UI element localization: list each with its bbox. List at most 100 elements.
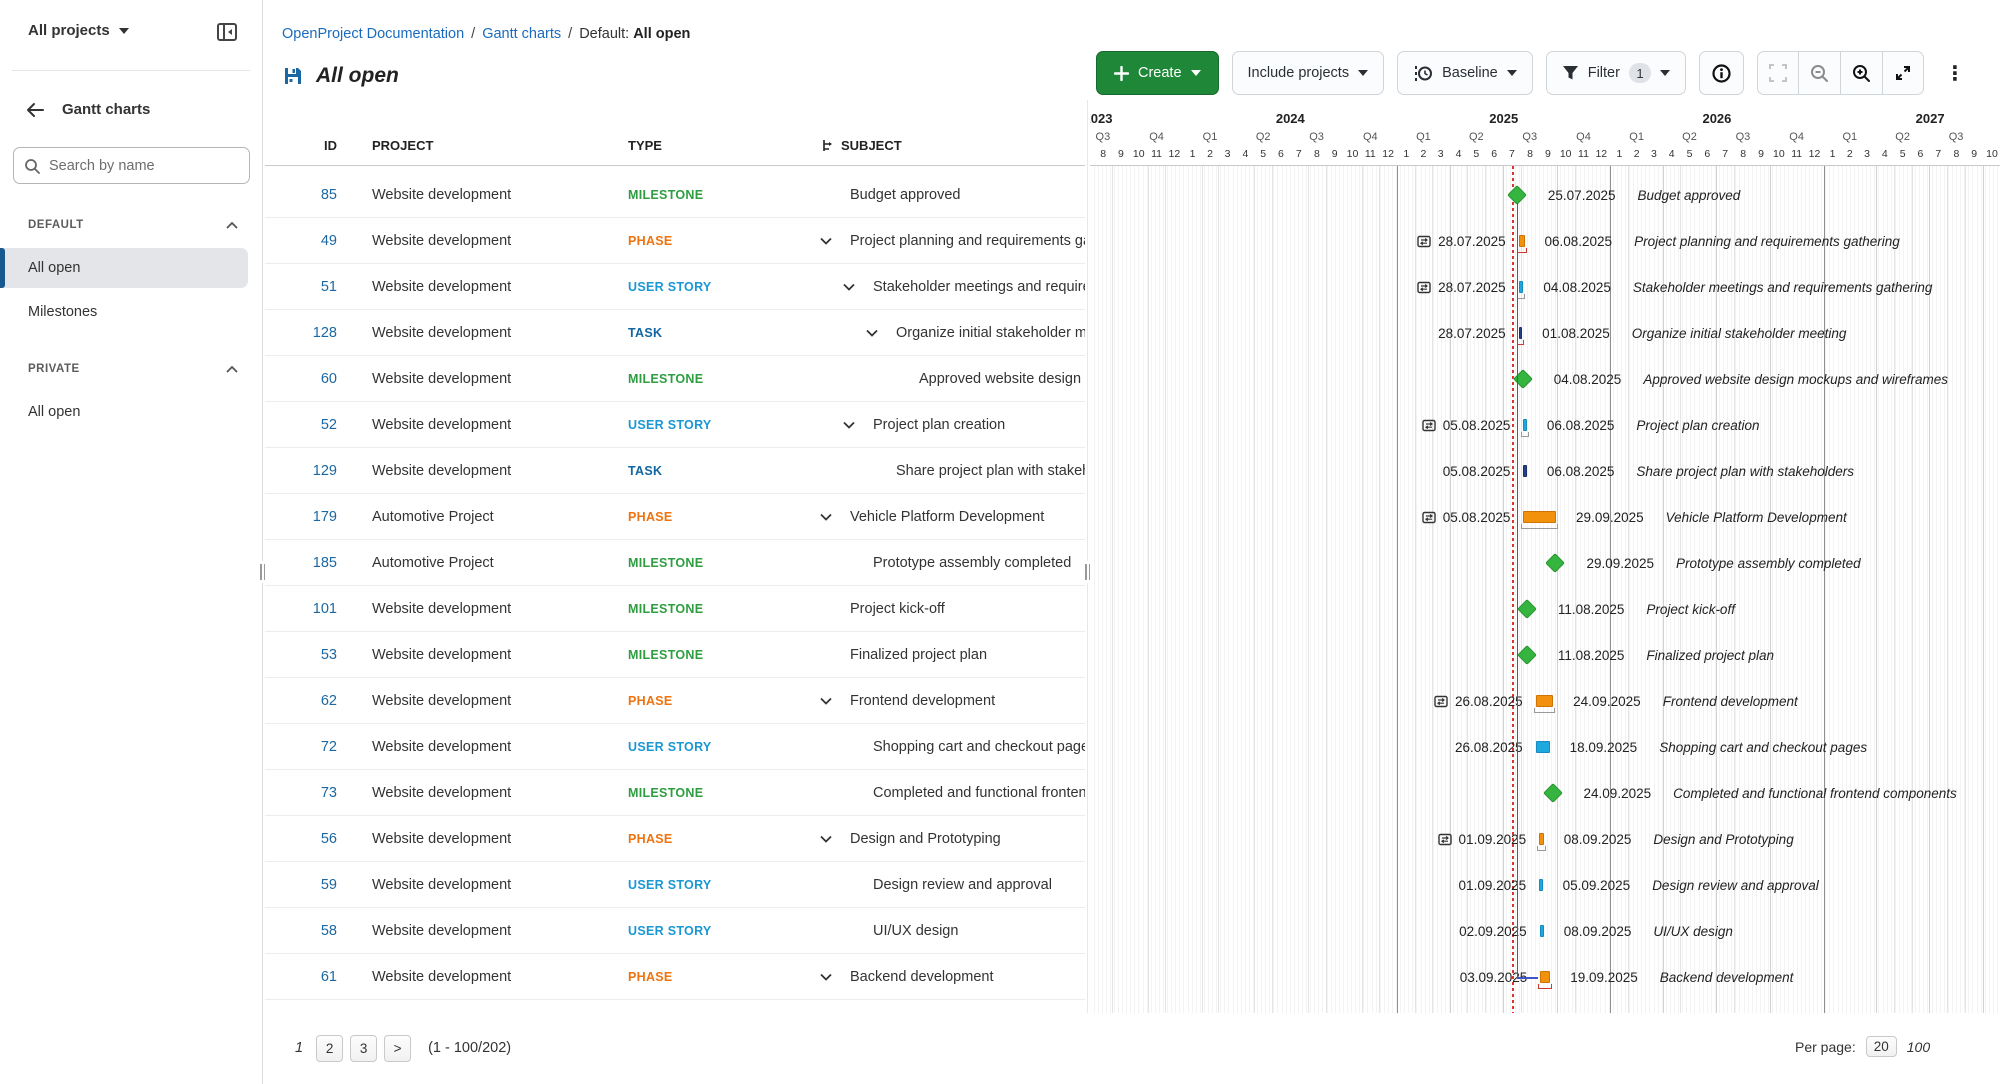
collapse-children-button[interactable] [866, 329, 896, 337]
wp-project-cell[interactable]: Website development [372, 831, 512, 847]
wp-type-cell[interactable]: PHASE [628, 970, 673, 984]
gantt-bar[interactable] [1539, 833, 1544, 845]
wp-id-link[interactable]: 56 [320, 831, 337, 847]
wp-type-cell[interactable]: MILESTONE [628, 648, 704, 662]
wp-subject-cell[interactable]: Design and Prototyping [820, 816, 1085, 862]
milestone-diamond[interactable] [1512, 369, 1533, 389]
zoom-fit-button[interactable] [1756, 51, 1799, 95]
wp-type-cell[interactable]: USER STORY [628, 878, 712, 892]
wp-type-cell[interactable]: TASK [628, 326, 663, 340]
wp-id-link[interactable]: 185 [312, 555, 337, 571]
gantt-bar[interactable] [1518, 235, 1525, 247]
wp-subject-cell[interactable]: Project kick-off [820, 586, 1085, 632]
sidebar-item-all-open[interactable]: All open [0, 248, 248, 288]
wp-subject-cell[interactable]: Vehicle Platform Development [820, 494, 1085, 540]
gantt-bar[interactable] [1540, 971, 1551, 983]
wp-id-link[interactable]: 51 [320, 279, 337, 295]
per-page-selected[interactable]: 20 [1865, 1036, 1897, 1057]
wp-id-link[interactable]: 62 [320, 693, 337, 709]
include-projects-button[interactable]: Include projects [1231, 51, 1385, 95]
wp-id-link[interactable]: 59 [320, 877, 337, 893]
wp-id-link[interactable]: 101 [312, 601, 337, 617]
collapse-children-button[interactable] [820, 835, 850, 843]
wp-type-cell[interactable]: MILESTONE [628, 786, 704, 800]
save-icon[interactable] [283, 66, 303, 86]
milestone-diamond[interactable] [1545, 553, 1566, 573]
wp-id-link[interactable]: 52 [320, 417, 337, 433]
wp-project-cell[interactable]: Website development [372, 187, 512, 203]
milestone-diamond[interactable] [1516, 599, 1537, 619]
wp-type-cell[interactable]: PHASE [628, 694, 673, 708]
wp-subject-cell[interactable]: Organize initial stakeholder meeting [820, 310, 1085, 356]
wp-type-cell[interactable]: USER STORY [628, 418, 712, 432]
wp-type-cell[interactable]: MILESTONE [628, 188, 704, 202]
breadcrumb-link-documentation[interactable]: OpenProject Documentation [282, 26, 465, 42]
sidebar-section-default[interactable]: DEFAULT [28, 216, 238, 234]
wp-subject-cell[interactable]: Prototype assembly completed [820, 540, 1085, 586]
gantt-bar[interactable] [1523, 419, 1527, 431]
column-header-project[interactable]: PROJECT [372, 138, 434, 153]
pagination-page-2[interactable]: 2 [316, 1034, 344, 1062]
wp-project-cell[interactable]: Website development [372, 693, 512, 709]
gantt-bar[interactable] [1539, 879, 1543, 891]
wp-subject-cell[interactable]: Stakeholder meetings and requirements ga… [820, 264, 1085, 310]
wp-project-cell[interactable]: Website development [372, 601, 512, 617]
table-row[interactable]: 128 Website development TASK Organize initi… [265, 310, 1085, 356]
pagination-next[interactable]: > [384, 1034, 412, 1062]
wp-subject-cell[interactable]: Share project plan with stakeholders [820, 448, 1085, 494]
wp-id-link[interactable]: 128 [312, 325, 337, 341]
wp-type-cell[interactable]: MILESTONE [628, 372, 704, 386]
wp-project-cell[interactable]: Automotive Project [372, 555, 494, 571]
column-header-subject[interactable]: SUBJECT [821, 138, 902, 153]
back-to-modules[interactable]: Gantt charts [26, 101, 150, 118]
wp-subject-cell[interactable]: Backend development [820, 954, 1085, 1000]
auto-zoom-button[interactable] [1881, 51, 1924, 95]
wp-project-cell[interactable]: Website development [372, 647, 512, 663]
wp-id-link[interactable]: 129 [312, 463, 337, 479]
zoom-out-button[interactable] [1797, 51, 1841, 95]
wp-id-link[interactable]: 73 [320, 785, 337, 801]
collapse-children-button[interactable] [843, 421, 873, 429]
wp-id-link[interactable]: 49 [320, 233, 337, 249]
sidebar-section-private[interactable]: PRIVATE [28, 360, 238, 378]
wp-project-cell[interactable]: Website development [372, 325, 512, 341]
wp-project-cell[interactable]: Website development [372, 739, 512, 755]
gantt-bar[interactable] [1535, 741, 1550, 753]
wp-project-cell[interactable]: Website development [372, 371, 512, 387]
wp-type-cell[interactable]: PHASE [628, 234, 673, 248]
sidebar-search[interactable] [13, 147, 250, 184]
wp-project-cell[interactable]: Website development [372, 969, 512, 985]
gantt-bar[interactable] [1523, 465, 1527, 477]
wp-id-link[interactable]: 53 [320, 647, 337, 663]
wp-project-cell[interactable]: Website development [372, 785, 512, 801]
wp-subject-cell[interactable]: Shopping cart and checkout pages [820, 724, 1085, 770]
wp-type-cell[interactable]: USER STORY [628, 924, 712, 938]
collapse-children-button[interactable] [843, 283, 873, 291]
wp-subject-cell[interactable]: Approved website design mockups and wire… [820, 356, 1085, 402]
wp-subject-cell[interactable]: Finalized project plan [820, 632, 1085, 678]
filter-button[interactable]: Filter 1 [1545, 51, 1686, 95]
wp-type-cell[interactable]: MILESTONE [628, 556, 704, 570]
wp-id-link[interactable]: 58 [320, 923, 337, 939]
column-header-type[interactable]: TYPE [628, 138, 662, 153]
collapse-children-button[interactable] [820, 697, 850, 705]
wp-id-link[interactable]: 179 [312, 509, 337, 525]
collapse-children-button[interactable] [820, 513, 850, 521]
collapse-children-button[interactable] [820, 237, 850, 245]
collapse-sidebar-button[interactable] [215, 20, 239, 44]
wp-type-cell[interactable]: TASK [628, 464, 663, 478]
wp-project-cell[interactable]: Website development [372, 279, 512, 295]
wp-project-cell[interactable]: Automotive Project [372, 509, 494, 525]
